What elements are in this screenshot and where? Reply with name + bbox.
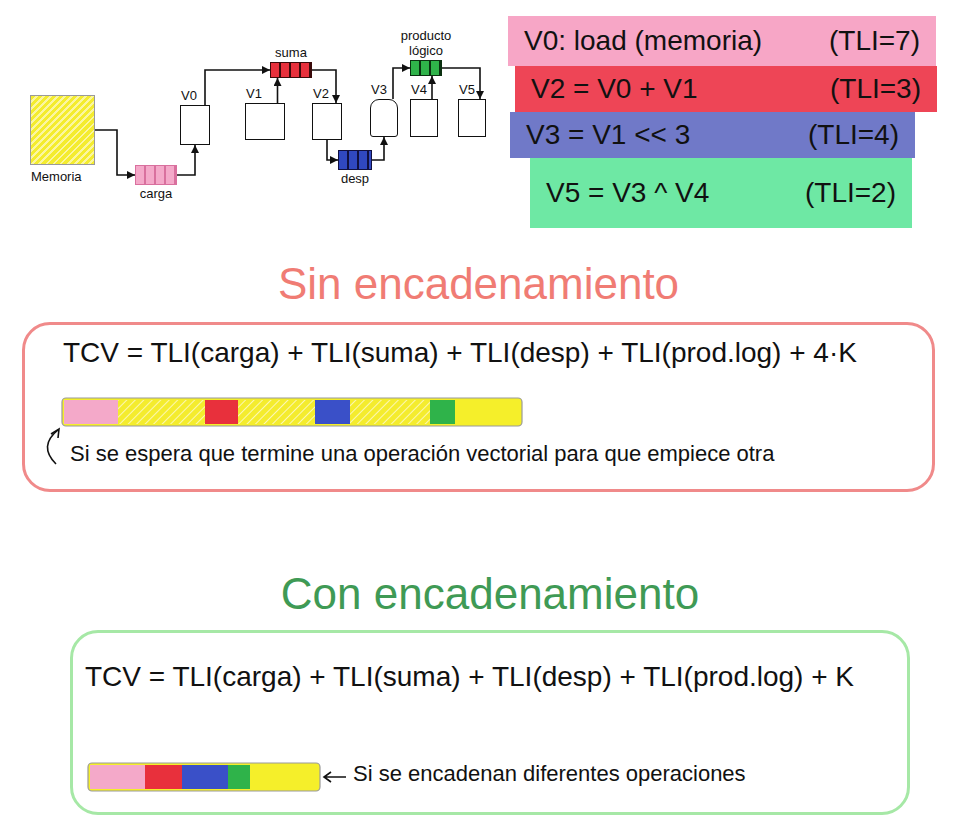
panel-note: Si se encadenan diferentes operaciones [353, 761, 746, 787]
instruction-band: V0: load (memoria) (TLI=7) [508, 16, 936, 66]
connector [442, 68, 480, 99]
connector [277, 78, 279, 103]
formula-panel: Sin encadenamientoTCV = TLI(carga) + TLI… [22, 322, 935, 492]
unit-label: suma [275, 46, 307, 60]
instruction-text: V2 = V0 + V1 [531, 73, 698, 105]
timeline-bar-sequential [62, 398, 522, 426]
pipeline-unit: desp [338, 150, 372, 170]
latency-text: (TLI=7) [829, 25, 920, 57]
register-label: V2 [313, 86, 329, 101]
add-segment [145, 765, 182, 789]
vector-register: V1 [245, 103, 285, 140]
time-formula: TCV = TLI(carga) + TLI(suma) + TLI(desp)… [63, 337, 857, 369]
shift-segment [315, 400, 350, 424]
instruction-band: V3 = V1 << 3 (TLI=4) [510, 112, 915, 158]
bar-outline [88, 763, 320, 791]
instruction-text: V0: load (memoria) [524, 25, 762, 57]
logic-segment [228, 765, 250, 789]
panel-heading: Sin encadenamiento [25, 259, 932, 309]
formula-panel: Con encadenamientoTCV = TLI(carga) + TLI… [70, 630, 910, 815]
latency-text: (TLI=2) [805, 177, 896, 209]
memory-label: Memoria [31, 169, 82, 184]
connector [177, 145, 195, 175]
time-formula: TCV = TLI(carga) + TLI(suma) + TLI(desp)… [85, 661, 854, 693]
register-label: V0 [181, 88, 197, 103]
bar-outline [62, 398, 522, 426]
wait-segment [118, 400, 205, 424]
add-segment [205, 400, 238, 424]
unit-label: carga [140, 187, 173, 201]
instruction-text: V5 = V3 ^ V4 [546, 177, 709, 209]
pipeline-unit: producto lógico [410, 60, 442, 76]
instruction-band: V2 = V0 + V1 (TLI=3) [515, 66, 937, 112]
connector [431, 76, 433, 99]
register-label: V4 [411, 82, 427, 97]
latency-text: (TLI=3) [830, 73, 921, 105]
pipeline-unit: carga [135, 165, 177, 185]
tail-segment [250, 765, 318, 789]
connector [95, 130, 135, 175]
register-label: V3 [371, 82, 387, 97]
unit-label: producto lógico [393, 29, 459, 58]
bracket-leader [47, 430, 58, 464]
load-segment [64, 400, 118, 424]
load-segment [90, 765, 145, 789]
panel-heading: Con encadenamiento [73, 569, 907, 619]
connector [205, 70, 270, 105]
timeline-bar-chained [88, 763, 320, 791]
instruction-text: V3 = V1 << 3 [526, 119, 690, 151]
latency-text: (TLI=4) [808, 119, 899, 151]
pipeline-unit: suma [270, 62, 312, 78]
vector-register: V0 [180, 105, 210, 145]
bracket-arrowhead [51, 429, 59, 438]
connector [372, 137, 384, 160]
tail-segment [455, 400, 520, 424]
connector [393, 68, 410, 99]
connector [327, 140, 338, 160]
panel-note: Si se espera que termine una operación v… [70, 441, 774, 467]
logic-segment [430, 400, 455, 424]
vector-register: V2 [312, 103, 342, 140]
wait-segment [350, 400, 430, 424]
vector-register: V3 [370, 99, 398, 137]
vector-register: V5 [458, 99, 486, 137]
vector-register: V4 [410, 99, 438, 137]
wait-segment [238, 400, 315, 424]
memory-block: Memoria [30, 95, 95, 165]
unit-label: desp [341, 172, 369, 186]
register-label: V1 [246, 86, 262, 101]
instruction-band: V5 = V3 ^ V4 (TLI=2) [530, 158, 912, 228]
pointer-arrow [324, 772, 346, 782]
connector [312, 70, 336, 103]
register-label: V5 [459, 82, 475, 97]
shift-segment [182, 765, 228, 789]
